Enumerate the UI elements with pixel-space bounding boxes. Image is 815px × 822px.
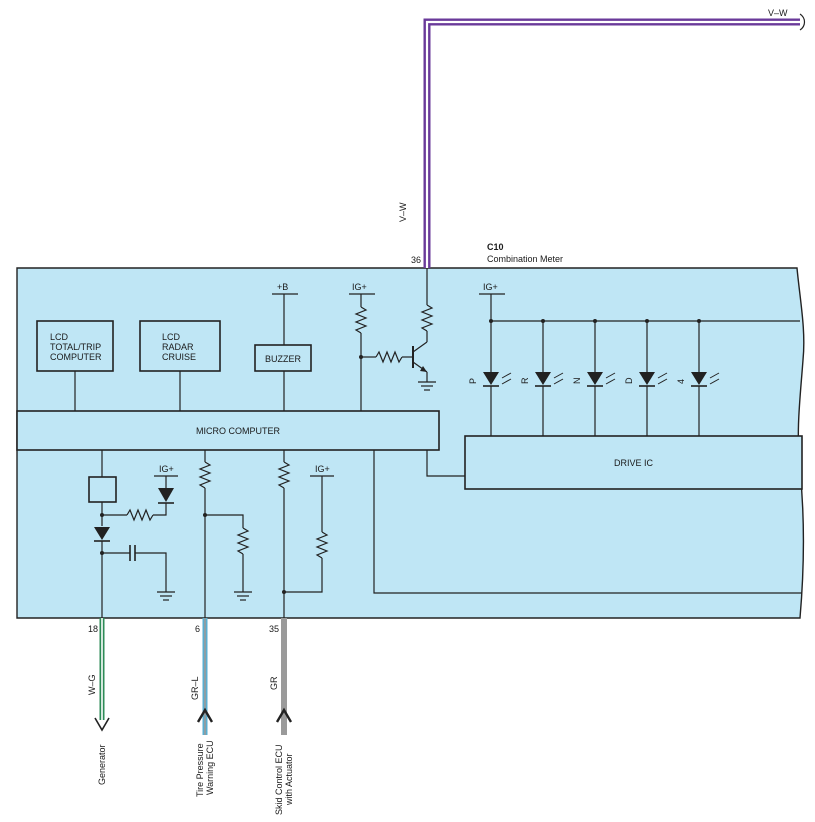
wire-color-gr: GR bbox=[269, 676, 279, 690]
svg-text:4: 4 bbox=[676, 379, 686, 384]
led-d: D bbox=[624, 319, 668, 436]
pin-35: 35 bbox=[269, 624, 279, 634]
arrow-up-icon bbox=[275, 707, 293, 723]
ig-label-2: IG+ bbox=[483, 282, 498, 292]
drive-ic-block bbox=[464, 435, 803, 490]
ig-label-3: IG+ bbox=[159, 464, 174, 474]
dest-skid-line1: Skid Control ECU bbox=[274, 744, 284, 815]
buzzer-block bbox=[254, 344, 312, 372]
wire-gr bbox=[275, 618, 293, 735]
connector-id: C10 bbox=[487, 242, 504, 252]
dest-generator: Generator bbox=[97, 744, 107, 785]
svg-text:R: R bbox=[520, 377, 530, 384]
ig-label-1: IG+ bbox=[352, 282, 367, 292]
plus-b-label: +B bbox=[277, 282, 288, 292]
lcd-total-line3: COMPUTER bbox=[50, 352, 102, 362]
lcd-radar-line2: RADAR bbox=[162, 342, 194, 352]
wire-break-icon bbox=[799, 13, 806, 31]
dest-tire-line2: Warning ECU bbox=[205, 740, 215, 795]
pin-18: 18 bbox=[88, 624, 98, 634]
wire-color-top-right: V–W bbox=[768, 8, 788, 18]
svg-text:N: N bbox=[572, 378, 582, 385]
wire-color-w-g: W–G bbox=[87, 674, 97, 695]
connector-name: Combination Meter bbox=[487, 254, 563, 264]
ig-label-4: IG+ bbox=[315, 464, 330, 474]
led-n: N bbox=[572, 319, 616, 436]
lcd-radar-line3: CRUISE bbox=[162, 352, 196, 362]
wire-color-gr-l: GR–L bbox=[190, 676, 200, 700]
wire-v-w-top bbox=[423, 13, 806, 268]
arrow-up-icon bbox=[196, 707, 214, 723]
svg-text:D: D bbox=[624, 377, 634, 384]
led-r: R bbox=[520, 319, 564, 436]
dest-skid-line2: with Actuator bbox=[284, 753, 294, 806]
lcd-radar-line1: LCD bbox=[162, 332, 181, 342]
wire-gr-l bbox=[196, 618, 214, 735]
pin-6: 6 bbox=[195, 624, 200, 634]
micro-computer-label: MICRO COMPUTER bbox=[196, 426, 280, 436]
led-4: 4 bbox=[676, 319, 720, 436]
drive-ic-label: DRIVE IC bbox=[614, 458, 654, 468]
buzzer-label: BUZZER bbox=[265, 354, 302, 364]
lcd-total-line1: LCD bbox=[50, 332, 69, 342]
wire-color-top-vertical: V–W bbox=[398, 202, 408, 222]
dest-tire-line1: Tire Pressure bbox=[195, 743, 205, 797]
pin-36: 36 bbox=[411, 255, 421, 265]
wire-w-g bbox=[94, 618, 110, 732]
arrow-down-icon bbox=[94, 717, 110, 732]
micro-computer-block bbox=[16, 410, 440, 451]
led-p: P bbox=[468, 319, 512, 436]
lcd-total-line2: TOTAL/TRIP bbox=[50, 342, 101, 352]
svg-text:P: P bbox=[468, 378, 478, 384]
